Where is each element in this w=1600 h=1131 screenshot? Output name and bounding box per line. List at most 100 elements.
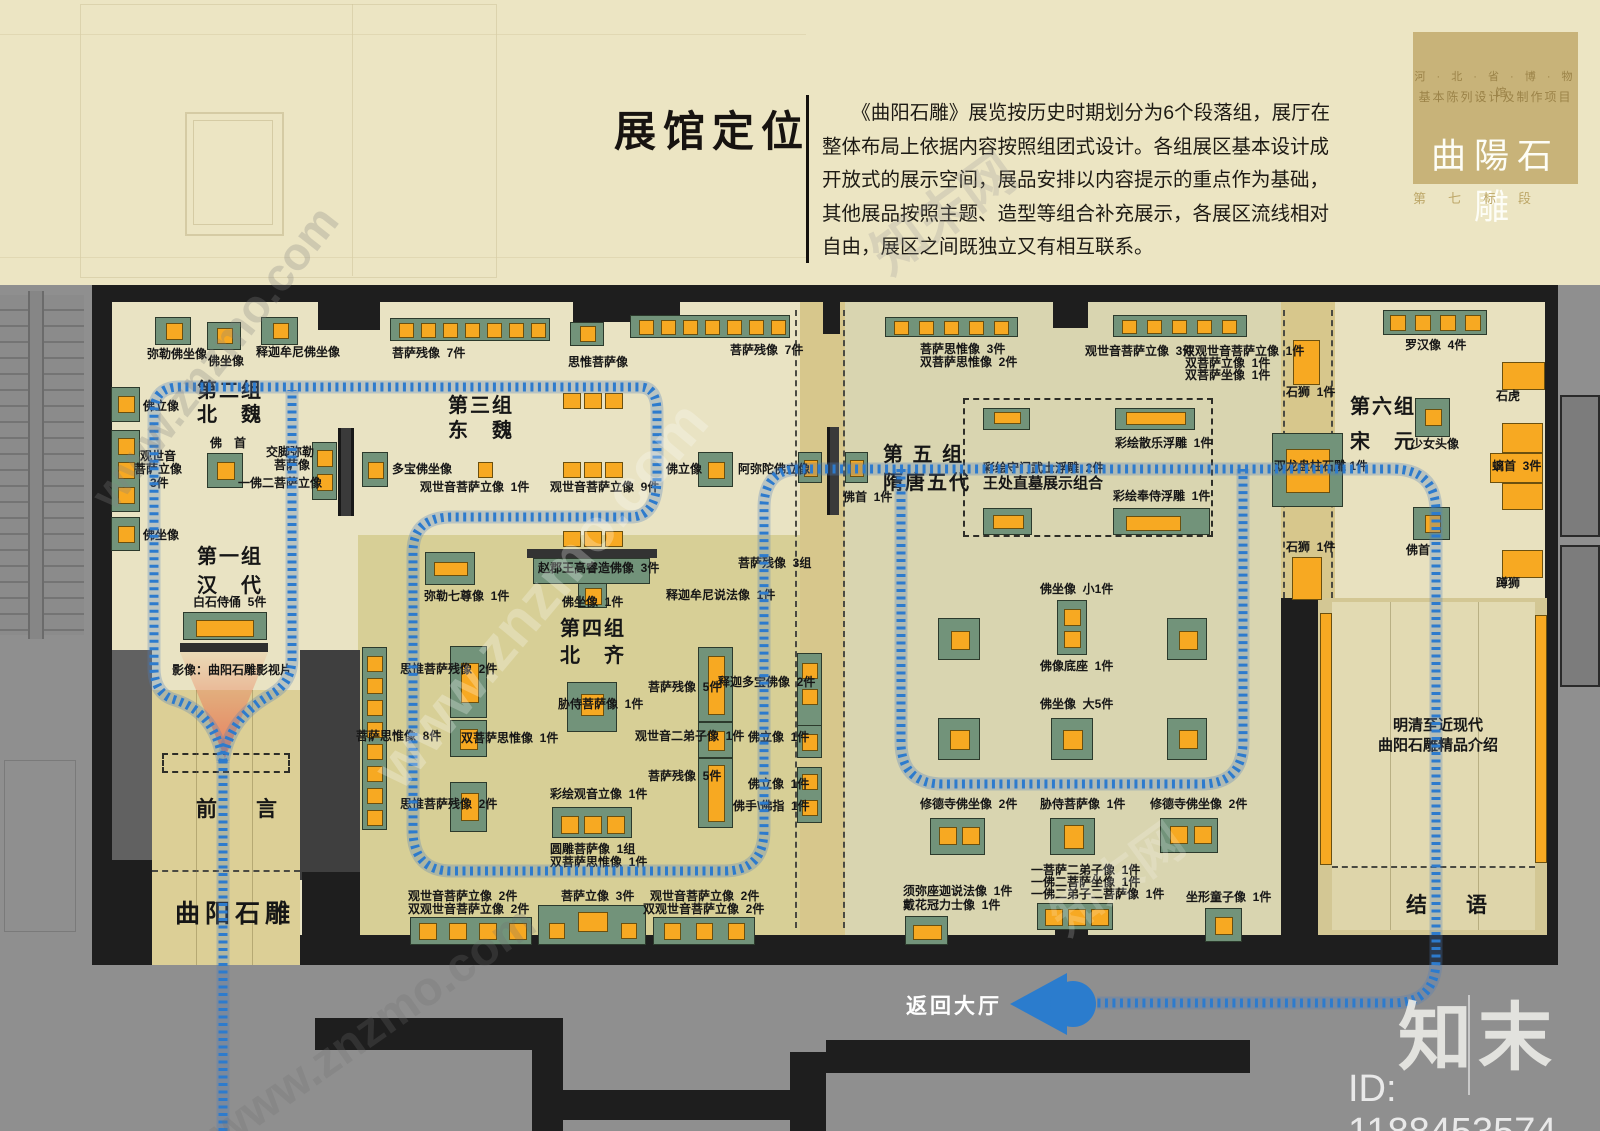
exhibit-item xyxy=(969,321,984,335)
map-label: 佛坐像 xyxy=(208,354,245,368)
map-label: 思惟菩萨像 xyxy=(568,355,629,369)
map-label: 菩萨立像 3件 xyxy=(561,889,635,903)
map-label: 双菩萨思惟像 1件 xyxy=(550,855,648,869)
project-name: 基本陈列设计及制作项目 xyxy=(1418,90,1573,104)
outside-block xyxy=(1560,395,1600,537)
exhibit-pedestal xyxy=(183,612,267,640)
exit-corridor-floor xyxy=(1332,602,1535,868)
map-label: 一佛二弟子二菩萨像 1件 xyxy=(1031,887,1165,901)
exhibit-item xyxy=(1170,826,1188,844)
map-label: 胁侍菩萨像 1件 xyxy=(1040,797,1126,811)
floor-seam xyxy=(252,690,253,965)
exhibit-item xyxy=(368,462,384,479)
tomb-display-zone xyxy=(963,398,1213,537)
exhibit-item xyxy=(434,562,468,576)
map-label: 观世音菩萨立像 9件 xyxy=(550,480,660,494)
exhibit-item xyxy=(993,515,1024,529)
map-label: 思惟菩萨残像 2件 xyxy=(400,662,498,676)
exhibit-item xyxy=(802,774,818,790)
exhibit-item xyxy=(1064,609,1081,626)
exhibit-item xyxy=(585,588,602,605)
wall-segment xyxy=(94,860,152,965)
exhibit-item xyxy=(696,923,713,940)
exhibit-item xyxy=(118,396,135,413)
exhibit-item xyxy=(461,793,479,821)
faint-plan-line xyxy=(0,34,806,35)
faint-plan-room xyxy=(185,112,284,236)
map-label: 结 语 xyxy=(1406,894,1496,917)
exhibit-item xyxy=(1172,320,1187,334)
exhibit-item xyxy=(919,321,934,335)
exhibit-item xyxy=(944,321,959,335)
exhibit-item xyxy=(1490,453,1543,483)
map-label: 佛立像 1件 xyxy=(748,777,810,791)
exhibit-item xyxy=(217,328,233,344)
map-label: 石狮 1件 xyxy=(1286,385,1336,399)
lower-wall xyxy=(563,1090,798,1120)
map-label: 坐形童子像 1件 xyxy=(1186,890,1272,904)
map-label: 第六组 xyxy=(1350,396,1416,418)
exhibit-item xyxy=(605,462,623,478)
map-label: 双菩萨思惟像 2件 xyxy=(920,355,1018,369)
exhibit-pedestal xyxy=(362,647,387,830)
return-arrow-icon xyxy=(1010,973,1067,1035)
exhibit-item xyxy=(118,526,135,543)
door-swing-line xyxy=(1468,995,1470,1095)
exhibit-pedestal xyxy=(111,517,140,551)
exhibit-item xyxy=(621,923,637,939)
map-label: 第二组 xyxy=(197,380,263,402)
intro-paragraph: 《曲阳石雕》展览按历史时期划分为6个段落组，展厅在 整体布局上依据内容按照组团式… xyxy=(822,102,1331,258)
map-label: 释迦多宝佛像 2件 xyxy=(718,675,816,689)
lower-wall xyxy=(826,1040,1250,1073)
exhibit-item xyxy=(1502,550,1543,578)
exhibit-item xyxy=(664,923,681,940)
exhibit-item xyxy=(1179,730,1198,749)
exhibit-item xyxy=(449,923,467,940)
exhibit-item xyxy=(1502,362,1545,390)
map-label: 佛首 xyxy=(1406,543,1431,557)
exhibit-item xyxy=(1502,423,1543,453)
exhibit-pedestal xyxy=(111,430,140,512)
map-label: 佛坐像 小1件 xyxy=(1040,582,1114,596)
exhibit-pedestal xyxy=(1113,508,1210,535)
exhibit-pedestal xyxy=(450,646,487,718)
header-divider xyxy=(806,95,809,263)
exhibit-item xyxy=(584,462,602,478)
exhibit-pedestal xyxy=(390,318,550,341)
exhibit-pedestal xyxy=(938,618,980,660)
section-label: 第七标段 xyxy=(1413,191,1554,206)
exhibit-pedestal xyxy=(1415,398,1450,437)
exhibit-pedestal xyxy=(1051,718,1093,760)
exhibit-item xyxy=(367,766,383,782)
exhibit-item xyxy=(1179,631,1198,650)
exhibit-item xyxy=(994,412,1021,424)
exhibit-item xyxy=(1194,826,1212,844)
map-label: 菩萨思惟像 3件 xyxy=(920,342,1006,356)
map-label: 佛立像 1件 xyxy=(748,730,810,744)
map-label: 佛坐像 大5件 xyxy=(1040,697,1114,711)
map-label: 石狮 1件 xyxy=(1286,540,1336,554)
exhibit-item xyxy=(802,734,818,751)
exhibit-item xyxy=(639,320,654,335)
exhibit-item xyxy=(605,531,623,547)
exhibit-pedestal xyxy=(410,917,532,945)
exhibit-pedestal xyxy=(1057,600,1087,655)
exhibit-item xyxy=(487,323,502,338)
exhibit-pedestal xyxy=(905,916,948,945)
exhibit-pedestal xyxy=(797,653,822,733)
map-label: 双菩萨思惟像 1件 xyxy=(461,731,559,745)
return-hall-label: 返回大厅 xyxy=(906,995,1002,1018)
exhibit-item xyxy=(605,393,623,409)
exhibit-pedestal xyxy=(938,718,980,760)
exhibit-pedestal xyxy=(261,317,298,345)
exhibit-pedestal xyxy=(538,905,646,945)
exhibit-item xyxy=(1147,320,1162,334)
map-label: 观世音菩萨立像 1件 xyxy=(420,480,530,494)
exhibit-item xyxy=(683,320,698,335)
exhibit-pedestal xyxy=(1167,618,1207,660)
exhibit-item xyxy=(607,816,625,834)
exhibit-item xyxy=(1063,730,1083,750)
exhibit-item xyxy=(584,393,602,409)
